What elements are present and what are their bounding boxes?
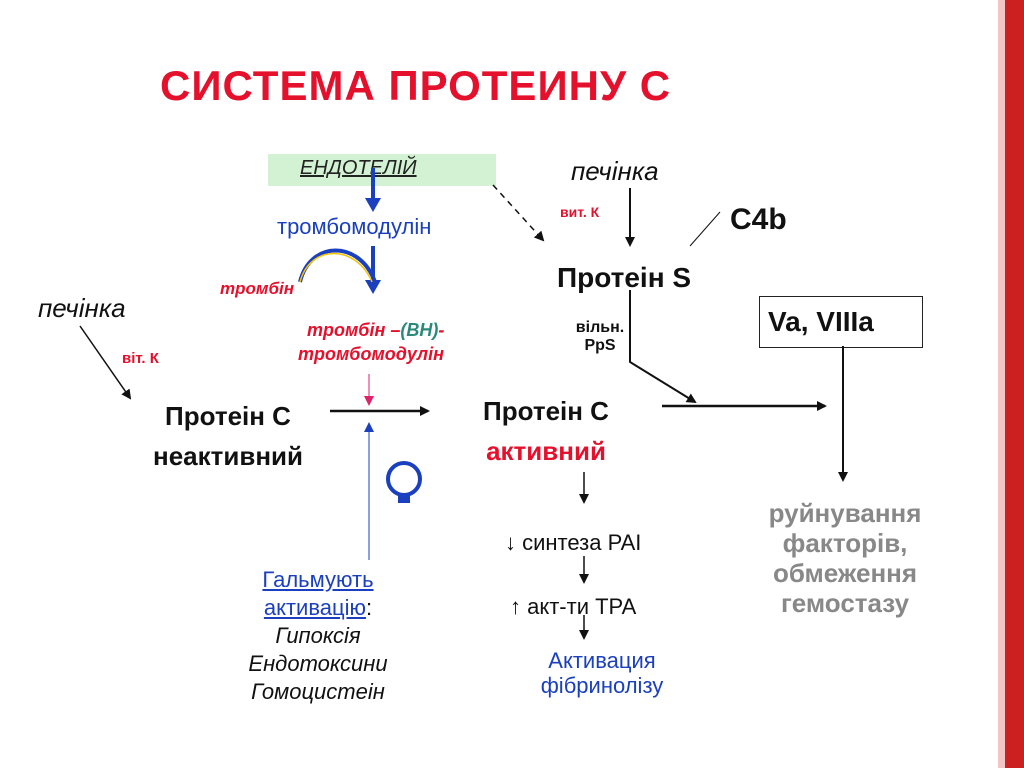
decorative-bar-light — [998, 0, 1005, 768]
factors-box — [759, 296, 923, 348]
decorative-bar — [1005, 0, 1024, 768]
complex-line1: тромбін –(ВН)- — [307, 320, 445, 340]
thrombomodulin-label: тромбомодулін — [277, 214, 432, 239]
liver-left-label: печінка — [38, 293, 126, 323]
factors-label: Va, VIIIa — [768, 306, 874, 337]
free-prs-label: вільн. PpS — [575, 319, 625, 354]
thrombin-curved-arrow — [298, 248, 377, 283]
vit-k-left-label: віт. К — [122, 350, 159, 367]
endothelium-label: ЕНДОТЕЛІЙ — [300, 157, 417, 179]
inhibitor-endotoxins: Ендотоксини — [248, 651, 388, 676]
vit-k-top-label: вит. К — [560, 204, 600, 220]
inhibitor-hypoxia: Гипоксія — [275, 623, 361, 648]
c4b-link-line — [689, 211, 721, 247]
thrombin-curved-arrow-highlight — [299, 252, 373, 283]
liver-top-label: печінка — [571, 156, 659, 186]
inhibit-line1: Гальмують — [262, 567, 374, 592]
arrow-liver-to-protein-c — [79, 325, 132, 400]
inhibit-line2: активацію: — [263, 595, 373, 620]
endothelium-highlight — [268, 154, 496, 186]
complex-vh-text: (ВН) — [400, 320, 439, 340]
tpa-effect: ↑ акт-ти TPA — [510, 594, 637, 619]
c4b-label: C4b — [730, 203, 787, 236]
complex-line2: тромбомодулін — [298, 344, 444, 364]
protein-c-inactive: Протеін С неактивний — [152, 401, 303, 471]
protein-c-active: Протеін С активний — [483, 396, 609, 466]
arrow-endothelium-dashed — [492, 184, 545, 242]
slide-title: СИСТЕМА ПРОТЕИНУ С — [160, 62, 672, 109]
fibrinolysis-activation: Активация фібринолізу — [540, 648, 664, 698]
inhibition-stem — [398, 495, 410, 503]
arrow-free-prs-to-active — [629, 290, 697, 404]
protein-s-label: Протеін S — [557, 262, 692, 293]
complex-thrombin-text: тромбін – — [307, 320, 401, 340]
pai-effect: ↓ синтеза PAI — [505, 530, 642, 555]
inhibition-circle-icon — [386, 461, 422, 497]
thrombin-label: тромбін — [220, 279, 294, 298]
inhibitors-block: Гальмують активацію: Гипоксія Ендотоксин… — [218, 566, 418, 706]
inhibitor-homocysteine: Гомоцистеін — [251, 679, 385, 704]
result-text: руйнування факторів, обмеження гемостазу — [768, 498, 922, 618]
